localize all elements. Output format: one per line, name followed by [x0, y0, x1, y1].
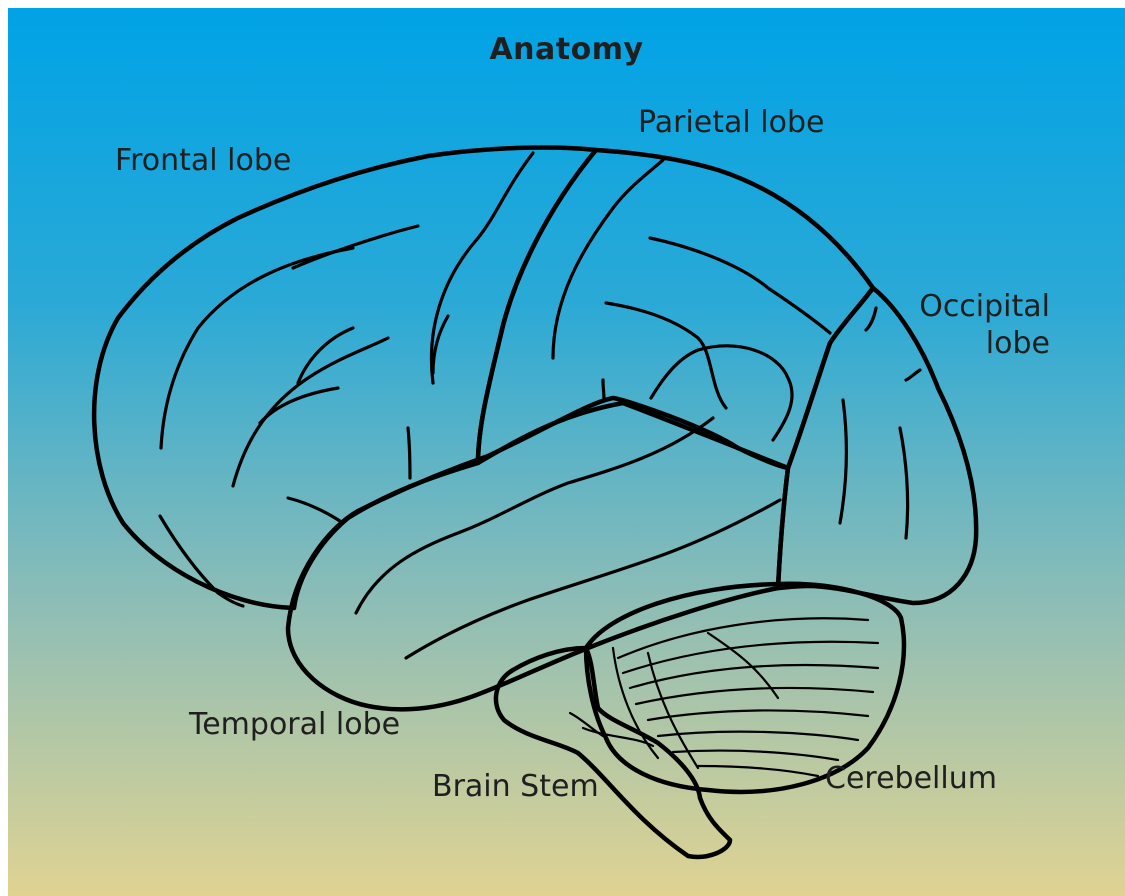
frontal-lobe-region	[94, 148, 596, 608]
diagram-frame: Anatomy Frontal lobe Parietal lobe Occip…	[8, 8, 1125, 896]
cerebellum-label: Cerebellum	[825, 760, 997, 798]
occipital-lobe-label-line1: Occipital	[888, 288, 1050, 326]
frontal-sulci	[160, 153, 533, 606]
cerebellum-folia	[613, 618, 878, 776]
occipital-lobe-label-line2: lobe	[888, 325, 1050, 363]
temporal-sulci	[356, 418, 780, 658]
temporal-lobe-region	[288, 398, 788, 709]
temporal-lobe-label: Temporal lobe	[189, 706, 400, 744]
diagram-title: Anatomy	[8, 32, 1125, 67]
frontal-lobe-label: Frontal lobe	[115, 142, 291, 180]
brain-stem-label: Brain Stem	[432, 768, 599, 806]
parietal-lobe-label: Parietal lobe	[638, 104, 824, 142]
